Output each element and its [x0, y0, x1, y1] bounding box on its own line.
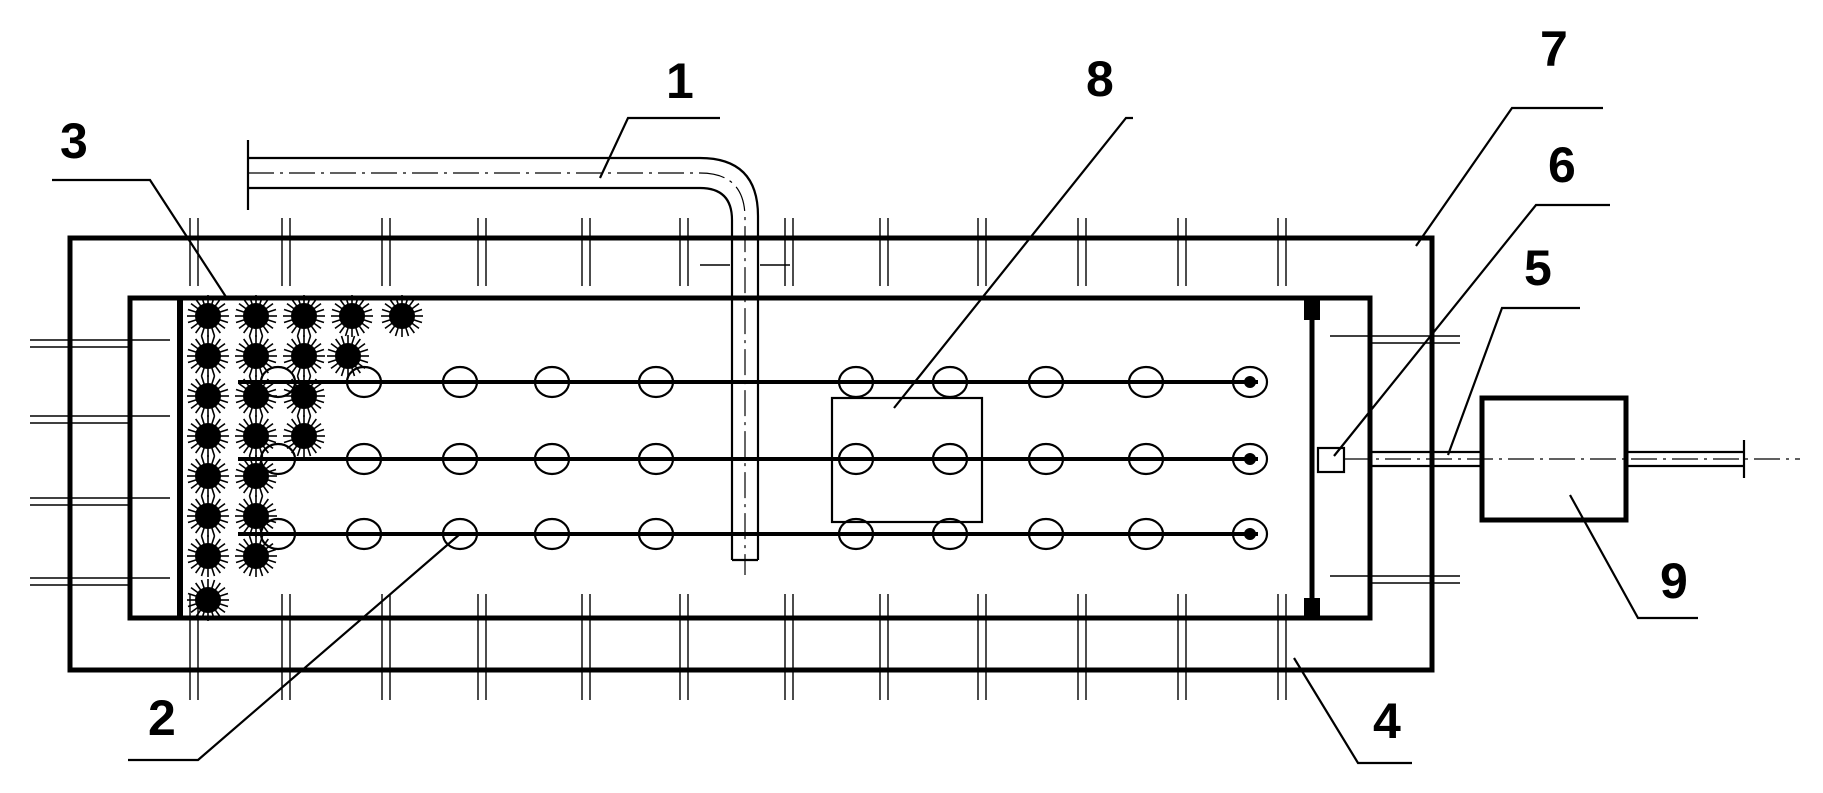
carrier-ball	[187, 375, 229, 417]
sensor-box	[1316, 446, 1346, 474]
carrier-ball	[283, 335, 325, 377]
pipe-end-cap	[1244, 453, 1256, 465]
diffuser	[637, 517, 675, 551]
inner-tank	[127, 295, 1373, 621]
carrier-balls	[187, 295, 423, 621]
diffuser	[345, 517, 383, 551]
callout-3: 3	[60, 113, 88, 169]
diffuser	[1127, 517, 1165, 551]
carrier-ball	[327, 335, 369, 377]
blower-unit	[1479, 395, 1629, 523]
left-pile-ticks	[30, 339, 170, 586]
pipe-end-cap	[1244, 528, 1256, 540]
callout-8: 8	[1086, 51, 1114, 107]
diffuser	[533, 365, 571, 399]
callout-4: 4	[1373, 693, 1401, 749]
diffusers	[259, 365, 1269, 551]
diffuser	[637, 442, 675, 476]
outer-wall	[67, 235, 1435, 673]
carrier-ball	[187, 335, 229, 377]
carrier-ball	[187, 455, 229, 497]
diffuser	[1127, 442, 1165, 476]
diffuser	[931, 517, 969, 551]
carrier-ball	[187, 535, 229, 577]
inspection-box	[830, 396, 984, 524]
callout-9: 9	[1660, 553, 1688, 609]
carrier-ball	[235, 455, 277, 497]
diffuser	[441, 442, 479, 476]
diffuser	[1231, 442, 1269, 476]
diffuser	[1231, 517, 1269, 551]
carrier-ball	[187, 415, 229, 457]
diffuser	[1027, 517, 1065, 551]
diffuser	[931, 442, 969, 476]
aeration-pipes	[238, 380, 1258, 536]
diffuser	[533, 442, 571, 476]
callout-7: 7	[1540, 21, 1568, 77]
diffuser	[1027, 442, 1065, 476]
callout-5: 5	[1524, 240, 1552, 296]
carrier-ball	[235, 495, 277, 537]
diffuser	[441, 517, 479, 551]
carrier-ball	[235, 295, 277, 337]
right-pile-ticks	[1330, 335, 1460, 584]
diffuser	[441, 365, 479, 399]
diffuser	[345, 442, 383, 476]
carrier-ball	[381, 295, 423, 337]
bottom-pile-ticks	[189, 594, 1287, 700]
diffuser	[533, 517, 571, 551]
carrier-ball	[187, 579, 229, 621]
carrier-ball	[283, 295, 325, 337]
right-plate-bottom-block	[1304, 598, 1320, 618]
callout-6: 6	[1548, 137, 1576, 193]
carrier-ball	[331, 295, 373, 337]
carrier-ball	[283, 375, 325, 417]
leader-lines	[52, 106, 1698, 765]
carrier-ball	[235, 415, 277, 457]
diffuser	[1127, 365, 1165, 399]
carrier-ball	[283, 415, 325, 457]
diffuser	[259, 517, 297, 551]
diffuser	[637, 365, 675, 399]
diffuser	[1027, 365, 1065, 399]
carrier-ball	[235, 335, 277, 377]
right-plate-top-block	[1304, 298, 1320, 320]
inlet-pipe	[246, 140, 760, 575]
carrier-ball	[235, 535, 277, 577]
callout-1: 1	[666, 53, 694, 109]
diffuser	[1231, 365, 1269, 399]
callout-2: 2	[148, 690, 176, 746]
carrier-ball	[187, 495, 229, 537]
carrier-ball	[187, 295, 229, 337]
diffuser	[837, 517, 875, 551]
diffuser	[837, 442, 875, 476]
pipe-end-cap	[1244, 376, 1256, 388]
top-pile-ticks	[189, 218, 1287, 286]
outlet-pipe	[1344, 440, 1800, 478]
